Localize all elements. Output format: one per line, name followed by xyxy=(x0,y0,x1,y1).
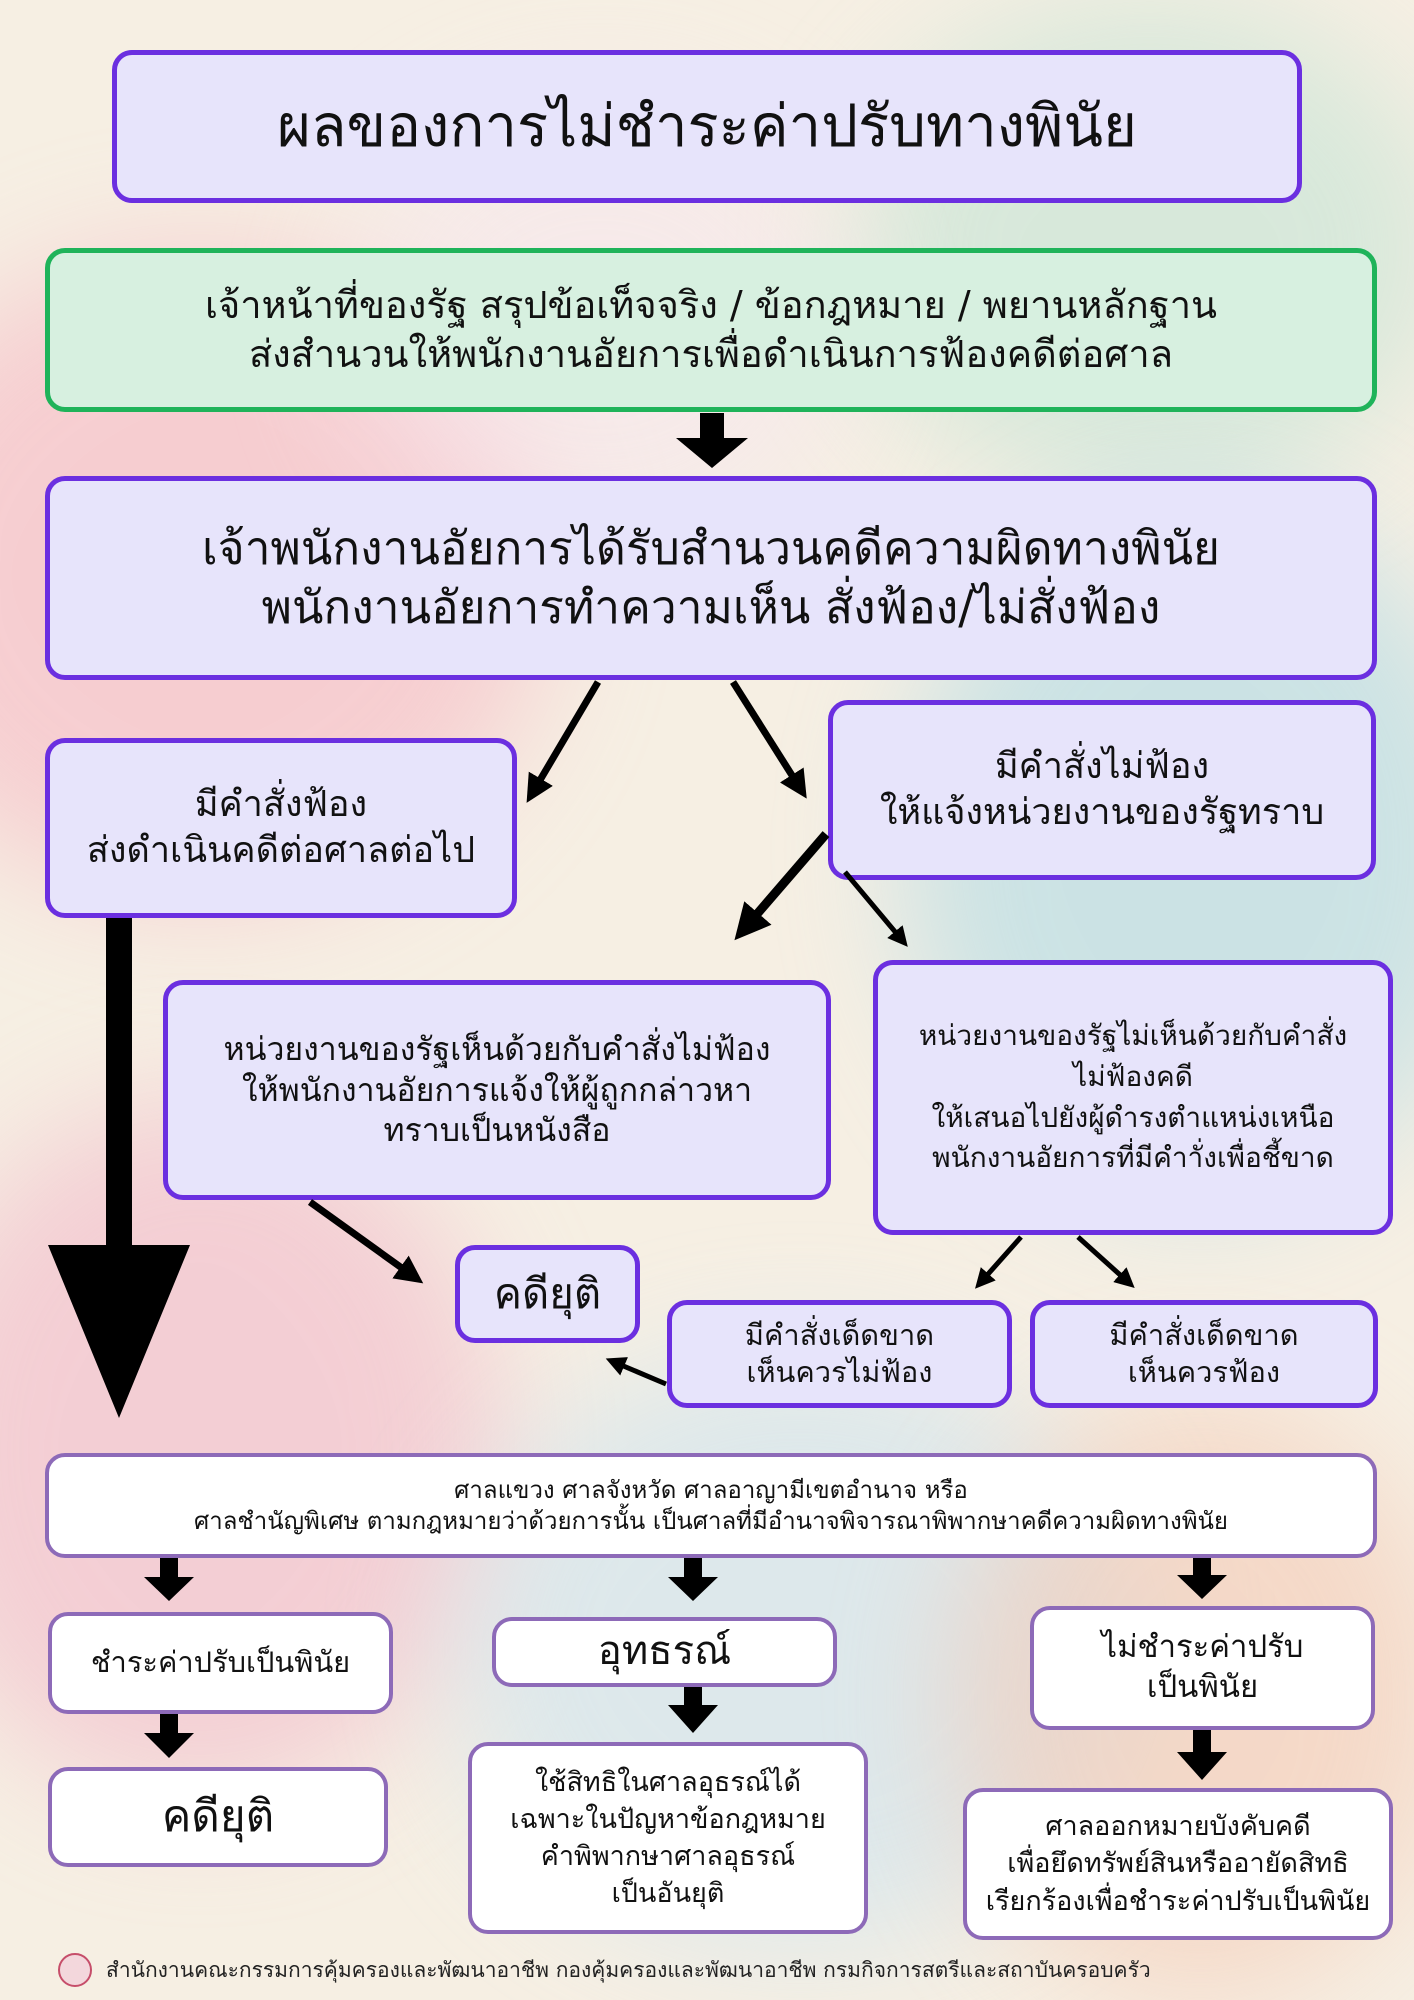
order-prosecute-line-2: ส่งดำเนินคดีต่อศาลต่อไป xyxy=(86,830,476,871)
agency-disagrees-line-2: ไม่ฟ้องคดี xyxy=(1073,1059,1193,1093)
agency-agrees-line-1: หน่วยงานของรัฐเห็นด้วยกับคำสั่งไม่ฟ้อง xyxy=(223,1029,771,1068)
officer-step-box: เจ้าหน้าที่ของรัฐ สรุปข้อเท็จจริง / ข้อก… xyxy=(45,248,1377,412)
order-not-prosecute-line-1: มีคำสั่งไม่ฟ้อง xyxy=(994,745,1210,787)
arrow-courts-to-unpaid xyxy=(1177,1558,1227,1599)
footer: สำนักงานคณะกรรมการคุ้มครองและพัฒนาอาชีพ … xyxy=(58,1950,1151,1990)
courts-box: ศาลแขวง ศาลจังหวัด ศาลอาญามีเขตอำนาจ หรื… xyxy=(45,1453,1377,1558)
enforcement-line-1: ศาลออกหมายบังคับคดี xyxy=(1045,1811,1311,1843)
agency-disagrees-line-4: พนักงานอัยการที่มีคำาั่งเพื่อชี้ขาด xyxy=(932,1141,1334,1175)
final-no-prosecute-line-2: เห็นควรไม่ฟ้อง xyxy=(746,1355,933,1389)
arrow-to-order-not-prosecute xyxy=(730,680,807,799)
appeal-detail-line-3: คำพิพากษาศาลอุธรณ์ xyxy=(540,1841,796,1872)
outcome-appeal-box: อุทธรณ์ xyxy=(492,1617,837,1687)
agency-agrees-box: หน่วยงานของรัฐเห็นด้วยกับคำสั่งไม่ฟ้อง ใ… xyxy=(163,980,831,1200)
appeal-detail-line-4: เป็นอันยุติ xyxy=(611,1878,725,1910)
arrow-appeal-to-detail xyxy=(668,1687,718,1733)
order-not-prosecute-box: มีคำสั่งไม่ฟ้อง ให้แจ้งหน่วยงานของรัฐทรา… xyxy=(828,700,1376,880)
courts-line-1: ศาลแขวง ศาลจังหวัด ศาลอาญามีเขตอำนาจ หรื… xyxy=(454,1475,968,1504)
arrow-to-final-no-prosecute xyxy=(975,1235,1023,1289)
appeal-detail-box: ใช้สิทธิในศาลอุธรณ์ได้ เฉพาะในปัญหาข้อกฎ… xyxy=(468,1742,868,1934)
case-closed-mid-box: คดียุติ xyxy=(455,1245,640,1343)
final-no-prosecute-line-1: มีคำสั่งเด็ดขาด xyxy=(744,1317,935,1352)
arrow-to-order-prosecute xyxy=(526,680,602,803)
final-prosecute-line-1: มีคำสั่งเด็ดขาด xyxy=(1109,1317,1299,1352)
arrow-to-final-prosecute xyxy=(1076,1235,1135,1289)
case-closed-bottom-box: คดียุติ xyxy=(48,1767,388,1867)
order-prosecute-line-1: มีคำสั่งฟ้อง xyxy=(194,783,368,825)
agency-disagrees-line-3: ให้เสนอไปยังผู้ดำรงตำแหน่งเหนือ xyxy=(931,1100,1335,1134)
courts-line-2: ศาลชำนัญพิเศษ ตามกฎหมายว่าด้วยการนั้น เป… xyxy=(194,1506,1228,1535)
prosecutor-step-box: เจ้าพนักงานอัยการได้รับสำนวนคดีความผิดทา… xyxy=(45,476,1377,680)
outcome-unpaid-line-2: เป็นพินัย xyxy=(1146,1669,1259,1705)
agency-disagrees-box: หน่วยงานของรัฐไม่เห็นด้วยกับคำสั่ง ไม่ฟ้… xyxy=(873,960,1393,1235)
case-closed-bottom-label: คดียุติ xyxy=(161,1790,275,1842)
order-not-prosecute-line-2: ให้แจ้งหน่วยงานของรัฐทราบ xyxy=(879,792,1325,833)
outcome-unpaid-box: ไม่ชำระค่าปรับ เป็นพินัย xyxy=(1030,1606,1375,1730)
agency-agrees-line-3: ทราบเป็นหนังสือ xyxy=(383,1111,611,1150)
footer-text: สำนักงานคณะกรรมการคุ้มครองและพัฒนาอาชีพ … xyxy=(106,1957,1151,1982)
arrow-to-agency-disagrees xyxy=(843,870,908,947)
arrow-unpaid-to-enforcement xyxy=(1177,1730,1227,1780)
page-title: ผลของการไม่ชำระค่าปรับทางพินัย xyxy=(277,92,1137,161)
arrow-courts-to-appeal xyxy=(668,1558,718,1601)
officer-step-line-2: ส่งสำนวนให้พนักงานอัยการเพื่อดำเนินการฟ้… xyxy=(248,332,1174,376)
outcome-paid-label: ชำระค่าปรับเป็นพินัย xyxy=(90,1645,351,1680)
case-closed-mid-label: คดียุติ xyxy=(493,1269,602,1319)
agency-disagrees-line-1: หน่วยงานของรัฐไม่เห็นด้วยกับคำสั่ง xyxy=(918,1019,1348,1053)
agency-agrees-line-2: ให้พนักงานอัยการแจ้งให้ผู้ถูกกล่าวหา xyxy=(241,1070,753,1109)
outcome-paid-box: ชำระค่าปรับเป็นพินัย xyxy=(48,1612,393,1714)
arrow-agrees-to-case-closed xyxy=(307,1199,424,1284)
officer-step-line-1: เจ้าหน้าที่ของรัฐ สรุปข้อเท็จจริง / ข้อก… xyxy=(204,283,1218,328)
enforcement-box: ศาลออกหมายบังคับคดี เพื่อยึดทรัพย์สินหรื… xyxy=(963,1788,1393,1940)
arrow-officer-to-prosecutor xyxy=(676,413,748,468)
appeal-detail-line-1: ใช้สิทธิในศาลอุธรณ์ได้ xyxy=(534,1766,802,1798)
outcome-unpaid-line-1: ไม่ชำระค่าปรับ xyxy=(1101,1629,1304,1666)
arrow-to-agency-agrees xyxy=(734,831,830,941)
page-title-box: ผลของการไม่ชำระค่าปรับทางพินัย xyxy=(112,50,1302,203)
arrow-prosecute-to-courts xyxy=(48,918,190,1418)
outcome-appeal-label: อุทธรณ์ xyxy=(597,1628,732,1675)
enforcement-line-2: เพื่อยึดทรัพย์สินหรืออายัดสิทธิ xyxy=(1007,1848,1349,1880)
final-prosecute-line-2: เห็นควรฟ้อง xyxy=(1127,1355,1281,1389)
final-prosecute-box: มีคำสั่งเด็ดขาด เห็นควรฟ้อง xyxy=(1030,1300,1378,1408)
prosecutor-step-line-2: พนักงานอัยการทำความเห็น สั่งฟ้อง/ไม่สั่ง… xyxy=(261,580,1161,634)
arrow-paid-to-case-closed xyxy=(144,1714,194,1758)
enforcement-line-3: เรียกร้องเพื่อชำระค่าปรับเป็นพินัย xyxy=(985,1885,1371,1917)
arrow-no-prosecute-to-case-closed xyxy=(605,1357,667,1387)
final-no-prosecute-box: มีคำสั่งเด็ดขาด เห็นควรไม่ฟ้อง xyxy=(667,1300,1012,1408)
prosecutor-step-line-1: เจ้าพนักงานอัยการได้รับสำนวนคดีความผิดทา… xyxy=(202,521,1220,576)
department-seal-icon xyxy=(58,1953,92,1987)
arrow-courts-to-paid xyxy=(144,1558,194,1601)
appeal-detail-line-2: เฉพาะในปัญหาข้อกฎหมาย xyxy=(510,1803,826,1835)
order-prosecute-box: มีคำสั่งฟ้อง ส่งดำเนินคดีต่อศาลต่อไป xyxy=(45,738,517,918)
